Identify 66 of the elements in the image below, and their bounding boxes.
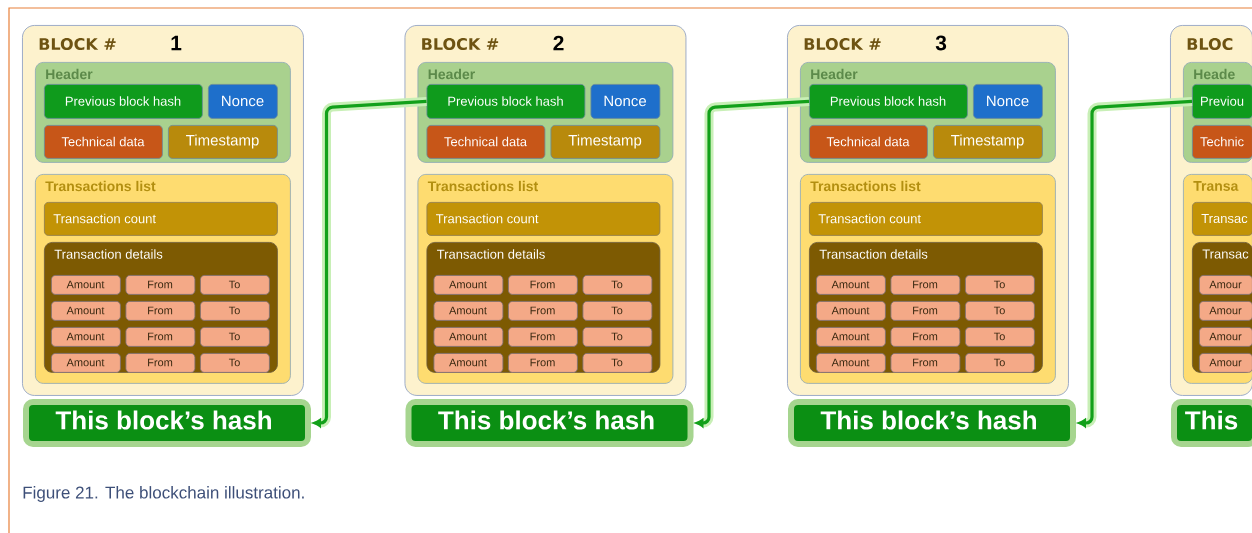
table-cell: To xyxy=(965,275,1035,295)
table-cell: Amount xyxy=(816,301,886,321)
data-field: Technic xyxy=(1192,125,1252,159)
table-cell: Amour xyxy=(1199,353,1252,373)
table-cell: Amount xyxy=(51,353,121,373)
count-bar: Transaction count xyxy=(426,202,661,236)
table-cell: Amount xyxy=(51,275,121,295)
table-cell: Amount xyxy=(51,301,121,321)
timestamp-field: Timestamp xyxy=(168,125,278,159)
nonce-field: Nonce xyxy=(590,84,661,119)
table-cell: From xyxy=(508,353,578,373)
count-bar: Transaction count xyxy=(809,202,1043,236)
hash-bar: This block’s hash xyxy=(788,399,1076,447)
table-cell: To xyxy=(582,301,653,321)
table-cell: To xyxy=(582,327,653,347)
count-bar: Transac xyxy=(1192,202,1252,236)
arrow xyxy=(312,96,427,428)
hash-field: Previous block hash xyxy=(809,84,968,119)
data-field: Technical data xyxy=(426,125,546,159)
table-cell: Amount xyxy=(816,353,886,373)
table-cell: To xyxy=(582,353,653,373)
hash-bar: This block’s hash xyxy=(23,399,311,447)
table-cell: Amount xyxy=(816,275,886,295)
table-cell: Amount xyxy=(433,275,504,295)
table-cell: Amount xyxy=(433,301,504,321)
nonce-field: Nonce xyxy=(208,84,278,119)
table-cell: From xyxy=(890,353,961,373)
table-cell: Amount xyxy=(51,327,121,347)
table-cell: To xyxy=(200,327,270,347)
table-cell: Amour xyxy=(1199,301,1252,321)
table-cell: From xyxy=(125,353,196,373)
arrow xyxy=(1077,96,1193,428)
table-cell: From xyxy=(508,327,578,347)
timestamp-field: Timestamp xyxy=(933,125,1043,159)
data-field: Technical data xyxy=(809,125,928,159)
table-cell: From xyxy=(125,275,196,295)
hash-field: Previous block hash xyxy=(426,84,586,119)
table-cell: From xyxy=(508,275,578,295)
table-cell: To xyxy=(965,301,1035,321)
caption: Figure 21. The blockchain illustration. xyxy=(23,486,304,502)
hash-field: Previous block hash xyxy=(44,84,203,119)
count-bar: Transaction count xyxy=(44,202,278,236)
table-cell: From xyxy=(890,327,961,347)
hash-bar: This block’s hash xyxy=(405,399,694,447)
arrow xyxy=(695,96,810,428)
hash-field: Previou xyxy=(1192,84,1252,119)
table-cell: From xyxy=(125,327,196,347)
table-cell: From xyxy=(890,275,961,295)
table-cell: From xyxy=(508,301,578,321)
table-cell: Amour xyxy=(1199,327,1252,347)
hash-bar: This xyxy=(1171,399,1252,447)
table-cell: To xyxy=(200,301,270,321)
table-cell: To xyxy=(965,353,1035,373)
table-cell: Amount xyxy=(433,327,504,347)
table-cell: From xyxy=(125,301,196,321)
table-cell: From xyxy=(890,301,961,321)
table-cell: Amount xyxy=(433,353,504,373)
table-cell: To xyxy=(200,275,270,295)
timestamp-field: Timestamp xyxy=(550,125,661,159)
table-cell: Amount xyxy=(816,327,886,347)
table-cell: To xyxy=(200,353,270,373)
table-cell: To xyxy=(582,275,653,295)
data-field: Technical data xyxy=(44,125,163,159)
table-cell: Amour xyxy=(1199,275,1252,295)
table-cell: To xyxy=(965,327,1035,347)
nonce-field: Nonce xyxy=(973,84,1043,119)
